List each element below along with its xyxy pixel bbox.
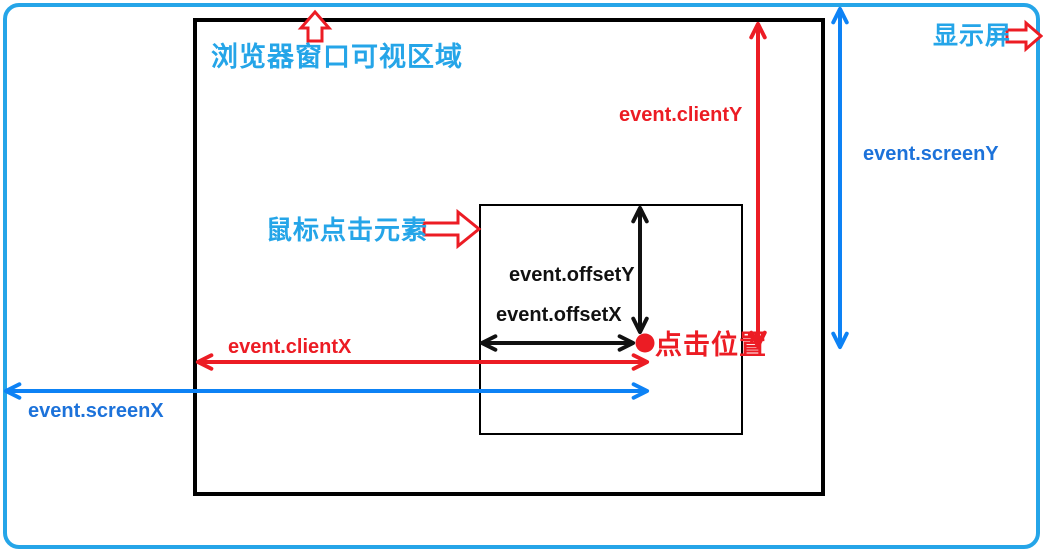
browser-viewport-rect [193,18,825,496]
element-label: 鼠标点击元素 [266,215,429,245]
screen-x-label: event.screenX [28,400,164,422]
viewport-label: 浏览器窗口可视区域 [211,42,463,72]
client-y-label: event.clientY [619,104,743,126]
offset-x-label: event.offsetX [496,304,622,326]
screen-border-rect [3,3,1040,549]
click-position-label: 点击位置 [655,330,767,360]
screen-y-label: event.screenY [863,143,999,165]
client-x-label: event.clientX [228,336,352,358]
clicked-element-rect [479,204,743,435]
offset-y-label: event.offsetY [509,264,635,286]
screen-label: 显示屏 [933,22,1012,50]
